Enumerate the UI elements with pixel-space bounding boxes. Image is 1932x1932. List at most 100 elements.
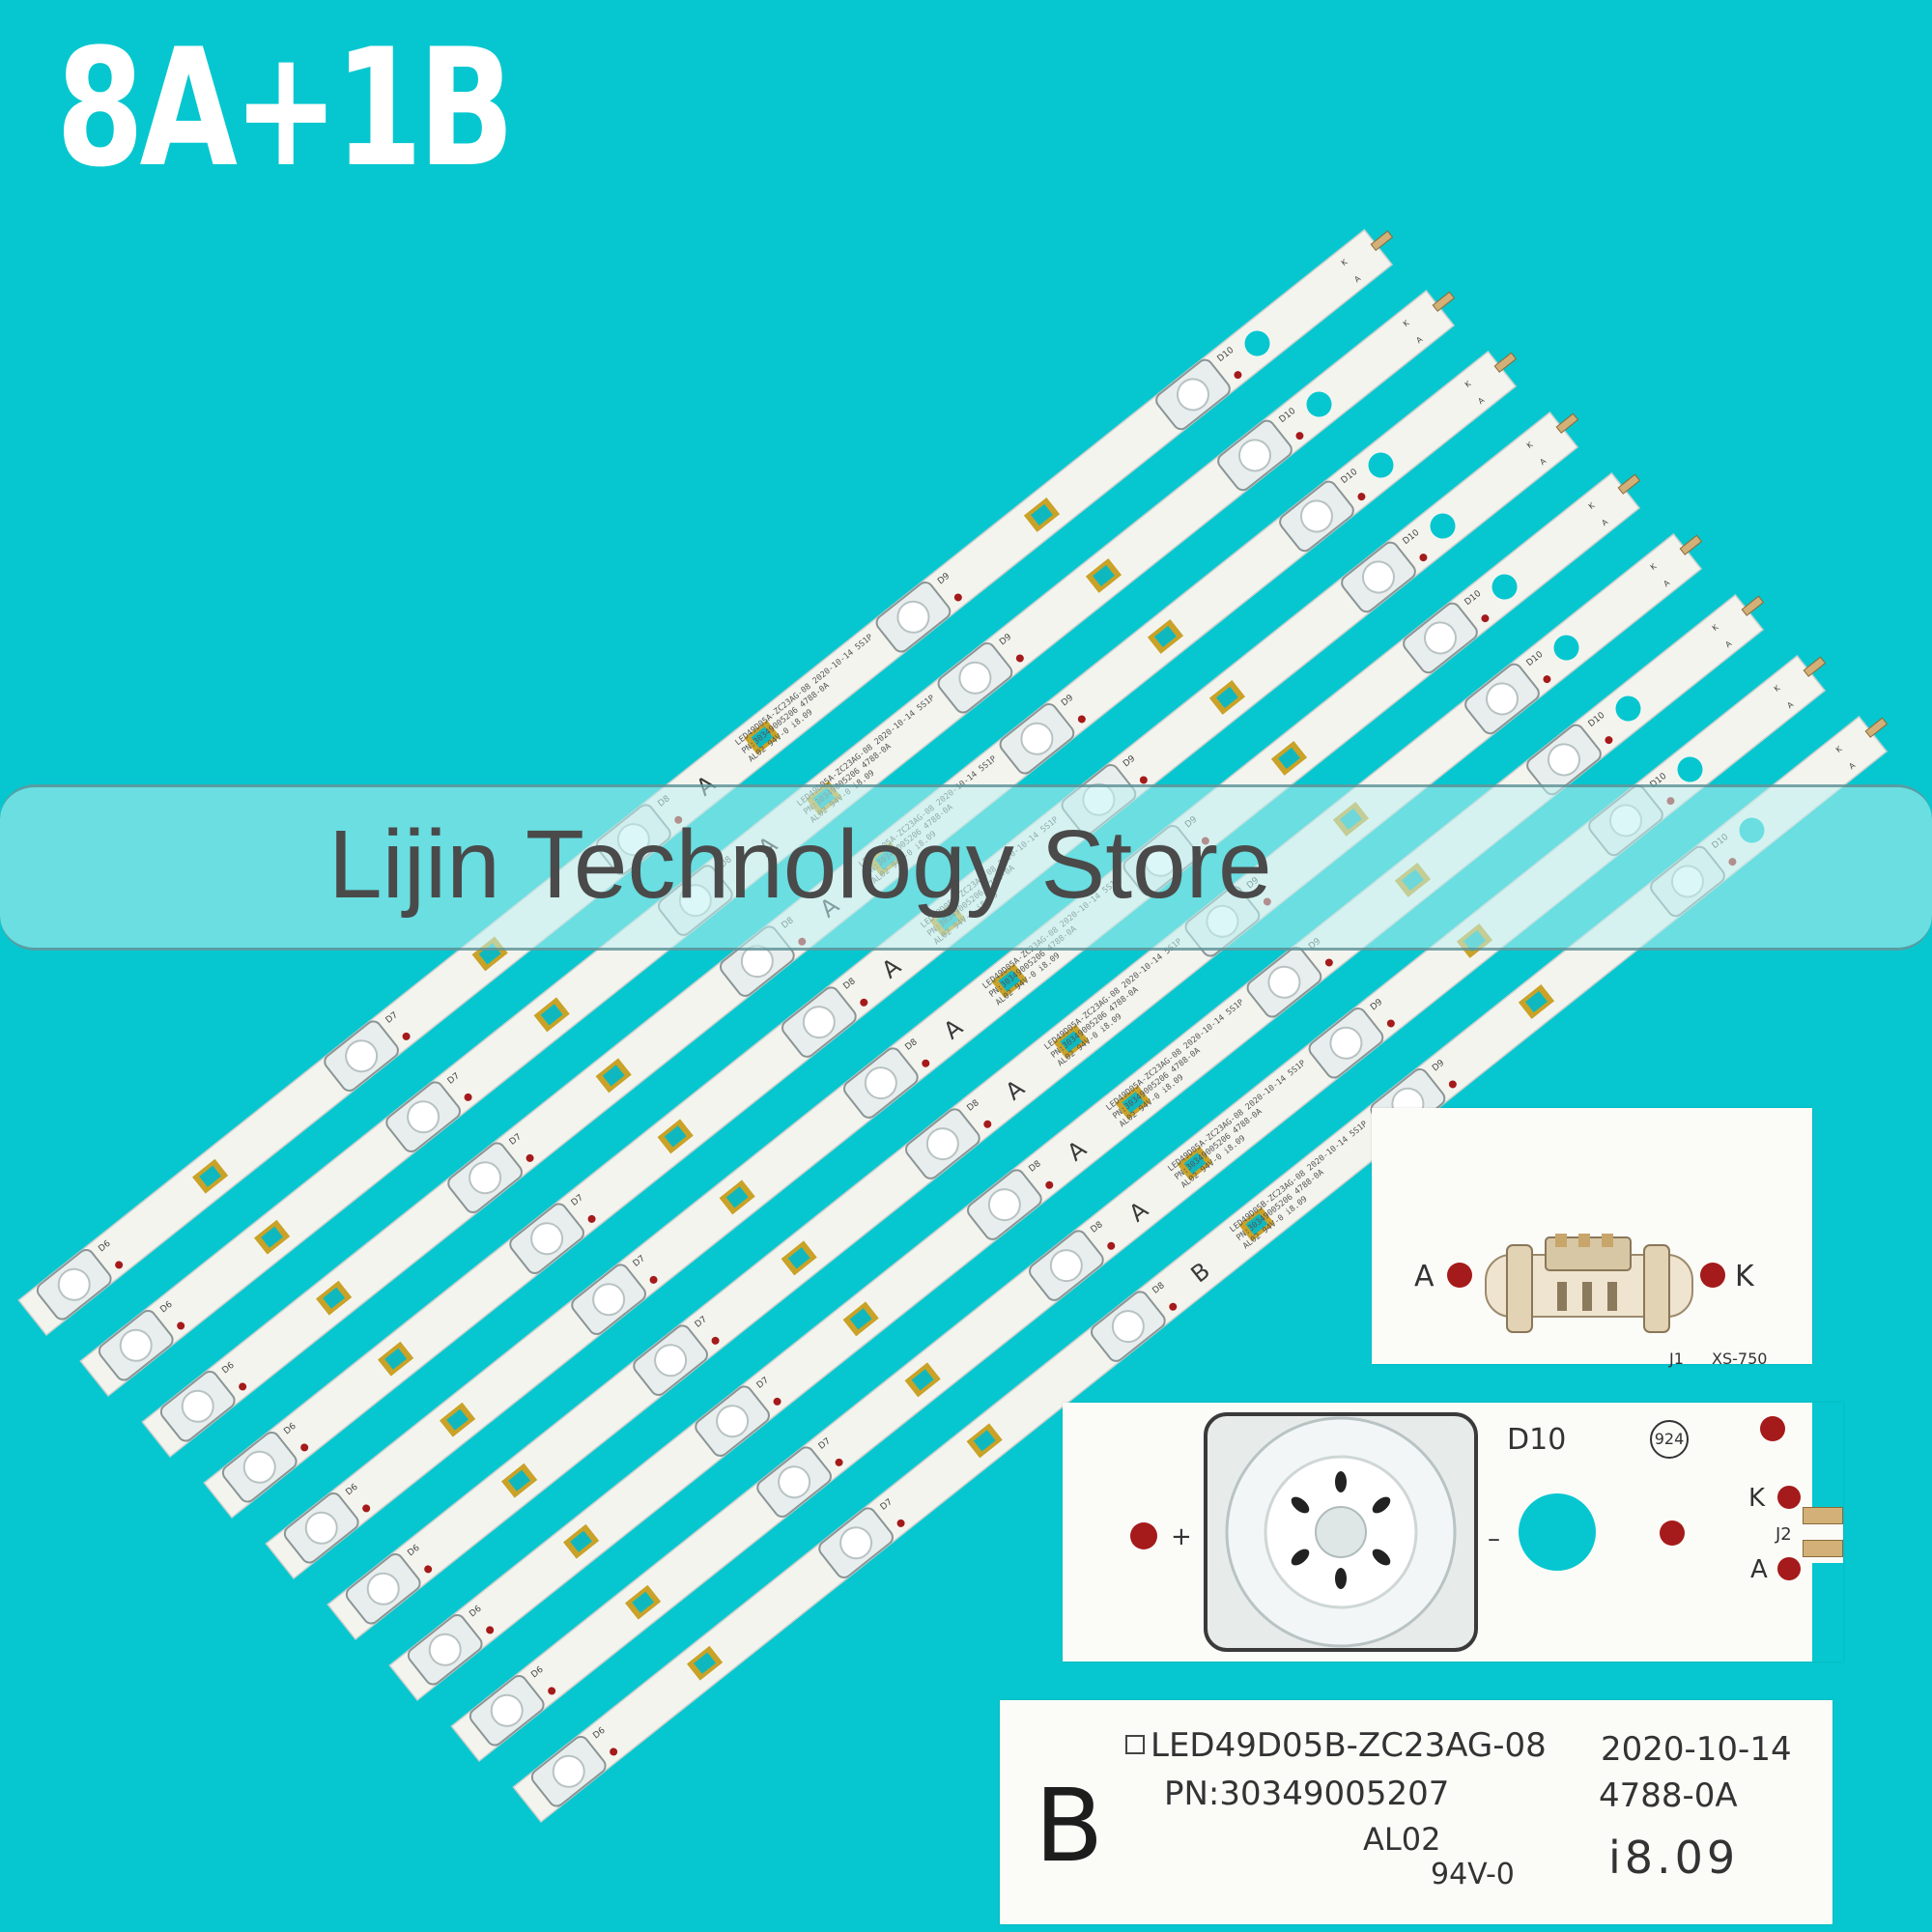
mounting-hole xyxy=(1244,330,1270,356)
connector-pin xyxy=(1432,291,1456,312)
led-dome xyxy=(654,1344,688,1378)
cathode-label: K xyxy=(1735,1260,1754,1293)
solder-dot xyxy=(1139,776,1148,784)
a-mark: A xyxy=(1600,517,1609,527)
k-mark: K xyxy=(1773,683,1782,694)
minus-label: – xyxy=(1488,1524,1500,1553)
led-dome xyxy=(242,1450,276,1484)
solder-dot xyxy=(1107,1241,1116,1250)
connector-pin-1 xyxy=(1803,1507,1843,1524)
pad-window xyxy=(1093,564,1115,587)
solder-dot xyxy=(1419,554,1428,562)
led-dome xyxy=(407,1100,440,1134)
led-dome xyxy=(530,1222,564,1256)
cathode-pad xyxy=(1700,1263,1725,1288)
led-dome xyxy=(864,1066,897,1100)
mounting-hole xyxy=(1553,635,1579,661)
led-dome xyxy=(552,1754,585,1788)
k-mark: K xyxy=(1587,500,1597,511)
a-mark: A xyxy=(1538,456,1548,467)
connector-pin xyxy=(1370,230,1394,251)
j2-label: J2 xyxy=(1776,1524,1792,1545)
headline: 8A+1B xyxy=(56,14,515,203)
led-dome xyxy=(428,1633,462,1666)
led-dome xyxy=(1020,722,1054,755)
solder-dot xyxy=(177,1321,185,1330)
a-mark: A xyxy=(1723,639,1733,649)
k-mark: K xyxy=(1402,318,1411,328)
solder-dot xyxy=(773,1397,781,1406)
connector-pin-2 xyxy=(1803,1540,1843,1557)
solder-dot xyxy=(922,1059,930,1067)
pad-window xyxy=(664,1125,687,1148)
led-dome xyxy=(1547,743,1580,777)
pad-window xyxy=(1525,990,1548,1013)
solder-dot xyxy=(548,1687,556,1695)
pad-window xyxy=(384,1348,407,1370)
solder-dot xyxy=(1543,675,1551,684)
led-dome xyxy=(778,1465,811,1499)
led-dome xyxy=(592,1283,626,1317)
led-dome xyxy=(1267,965,1301,999)
pad-window xyxy=(1122,1092,1145,1114)
a-mark: A xyxy=(1352,273,1362,284)
a-mark: A xyxy=(1414,334,1424,345)
led-dome xyxy=(57,1267,91,1301)
led-dome xyxy=(119,1328,153,1362)
solder-dot xyxy=(953,593,962,602)
mounting-hole xyxy=(1677,756,1703,782)
k-mark: K xyxy=(1711,622,1720,633)
led-dome xyxy=(925,1127,959,1161)
solder-dot xyxy=(1077,715,1086,724)
k-mark: K xyxy=(1834,744,1844,754)
connector-pin xyxy=(1864,717,1889,738)
solder-dot xyxy=(300,1443,309,1452)
k-mark: K xyxy=(1463,379,1473,389)
led-dome xyxy=(1299,499,1333,533)
led-dome xyxy=(1485,682,1519,716)
flammability-rating: 94V-0 xyxy=(1431,1858,1515,1891)
connector-pin xyxy=(1803,656,1827,677)
pad-window xyxy=(323,1287,345,1309)
led-closeup: + – D10 924 K J2 A xyxy=(1063,1403,1843,1662)
pad-window xyxy=(725,1186,749,1208)
plus-pad xyxy=(1130,1522,1157,1549)
solder-dot xyxy=(1324,958,1333,967)
led-dome xyxy=(839,1526,873,1560)
pad-window xyxy=(1278,747,1300,770)
connector-pin xyxy=(1679,534,1703,555)
solder-dot xyxy=(526,1153,534,1162)
solder-dot xyxy=(1015,654,1024,663)
label-closeup: B LED49D05B-ZC23AG-08 2020-10-14 PN:3034… xyxy=(1000,1700,1833,1924)
week-code: i8.09 xyxy=(1608,1832,1740,1884)
a-label: A xyxy=(1750,1555,1768,1584)
inspection-badge: 924 xyxy=(1650,1420,1689,1459)
k-mark: K xyxy=(1649,561,1659,572)
pad-window xyxy=(1060,1031,1083,1053)
led-dome xyxy=(958,661,992,695)
pad-window xyxy=(694,1652,716,1674)
model-number: LED49D05B-ZC23AG-08 xyxy=(1151,1726,1547,1765)
mounting-hole xyxy=(1368,452,1394,478)
store-name: Lijin Technology Store xyxy=(328,810,1272,919)
k-pad xyxy=(1777,1486,1801,1509)
led-dome xyxy=(1049,1249,1083,1283)
pad-window xyxy=(1031,503,1053,526)
led-dome xyxy=(1423,621,1457,655)
pad-window xyxy=(787,1247,810,1269)
pad-window xyxy=(570,1530,592,1552)
connector-part: XS-750 xyxy=(1712,1350,1768,1368)
pad-window xyxy=(632,1591,654,1613)
a-mark: A xyxy=(1662,578,1671,588)
led-dome xyxy=(1111,1310,1145,1344)
solder-dot xyxy=(1605,736,1613,745)
connector-pin xyxy=(1741,595,1765,616)
pad-window xyxy=(199,1165,221,1187)
connector-ref: J1 xyxy=(1669,1350,1684,1368)
solder-dot xyxy=(711,1336,720,1345)
solder-dot xyxy=(649,1275,658,1284)
solder-dot xyxy=(1357,493,1366,501)
solder-dot xyxy=(860,998,868,1007)
k-mark: K xyxy=(1340,257,1350,268)
led-designator: D10 xyxy=(1507,1423,1567,1457)
